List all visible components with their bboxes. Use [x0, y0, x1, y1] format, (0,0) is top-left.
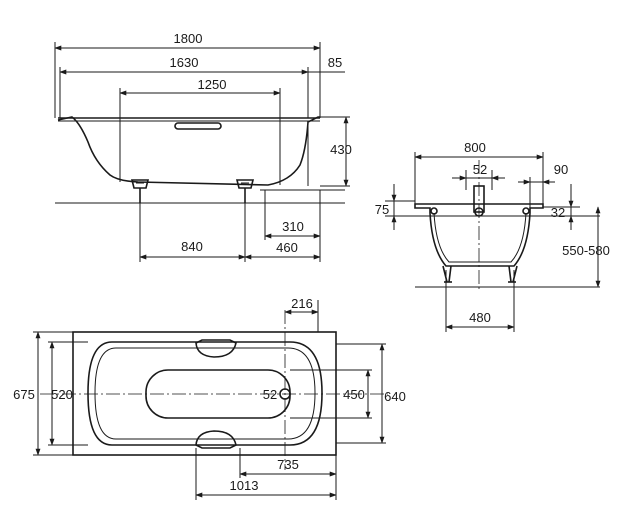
dim-side-430: 430 [330, 142, 352, 157]
top-view-outline [72, 331, 337, 456]
dim-top-52: 52 [263, 387, 277, 402]
side-view-leg-left [130, 179, 150, 203]
dim-end-800: 800 [464, 140, 486, 155]
dim-end-90: 90 [554, 162, 568, 177]
dim-side-310: 310 [282, 219, 304, 234]
dim-top-735: 735 [277, 457, 299, 472]
dim-side-460: 460 [276, 240, 298, 255]
dim-end-52: 52 [473, 162, 487, 177]
dim-end-75: 75 [375, 202, 389, 217]
side-view-tub-outline [57, 116, 320, 186]
end-view-tub-outline [414, 203, 544, 267]
dim-side-840: 840 [181, 239, 203, 254]
dim-side-85: 85 [328, 55, 342, 70]
dim-top-520: 520 [51, 387, 73, 402]
dim-end-550-580: 550-580 [562, 243, 610, 258]
dim-top-1013: 1013 [230, 478, 259, 493]
side-view-handle [174, 122, 222, 130]
dim-top-450: 450 [343, 387, 365, 402]
side-view: 1800 1630 85 1250 430 840 310 460 [54, 31, 352, 262]
dim-top-216: 216 [291, 296, 313, 311]
dim-side-1250: 1250 [198, 77, 227, 92]
dim-top-640: 640 [384, 389, 406, 404]
top-view-handle-top [195, 339, 237, 358]
dim-end-480: 480 [469, 310, 491, 325]
side-view-leg-right [235, 179, 255, 203]
dim-side-1800: 1800 [174, 31, 203, 46]
dim-top-675: 675 [13, 387, 35, 402]
dim-end-32: 32 [551, 205, 565, 220]
end-view: 800 52 90 75 32 550-580 480 [375, 140, 610, 332]
top-view-handle-bottom [195, 430, 237, 449]
top-view: 216 675 520 52 450 640 735 1013 [13, 296, 406, 500]
dim-side-1630: 1630 [170, 55, 199, 70]
